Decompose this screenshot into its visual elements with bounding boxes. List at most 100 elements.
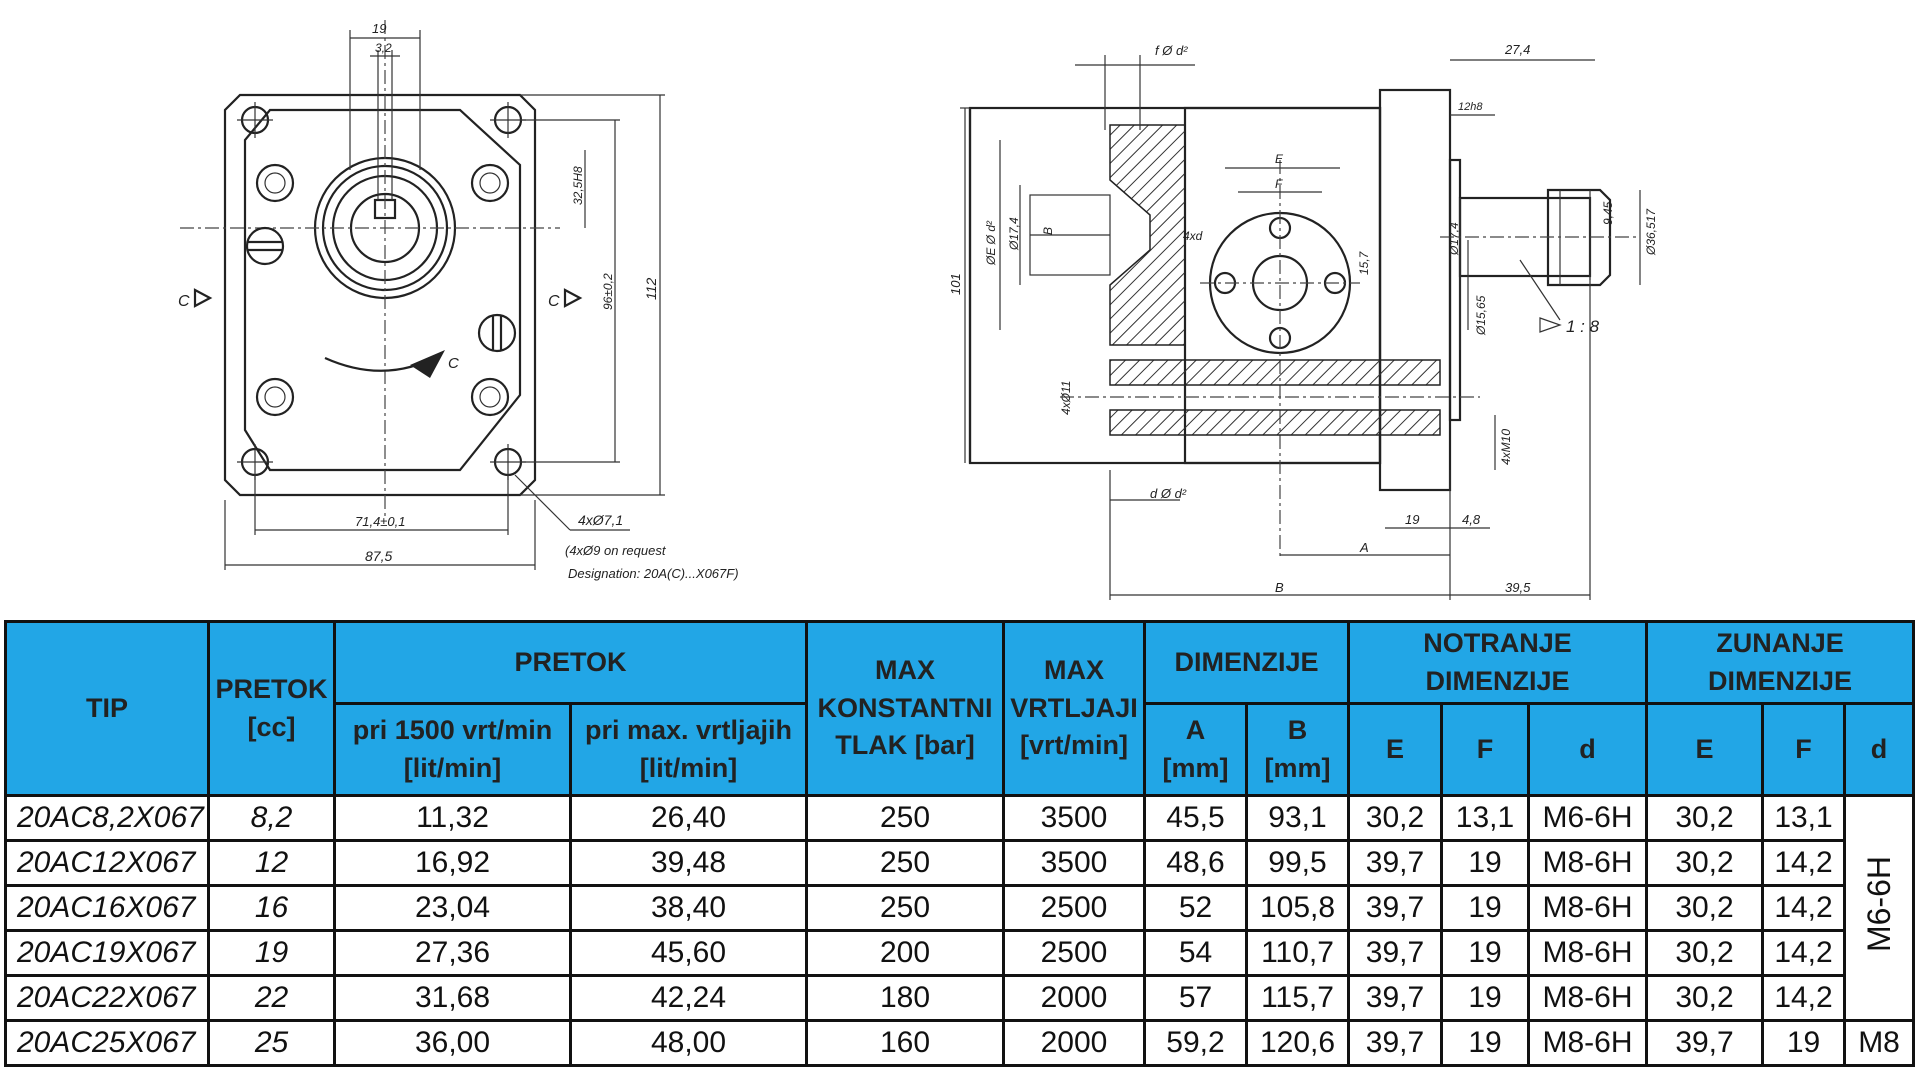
header-a-unit: [mm] bbox=[1162, 752, 1229, 783]
cell-pressure: 250 bbox=[805, 794, 1005, 842]
cell-zunanje-e: 30,2 bbox=[1645, 884, 1765, 932]
dim-3-2: 3,2 bbox=[375, 41, 392, 55]
cell-q1500: 31,68 bbox=[333, 974, 572, 1022]
cell-zunanje-e: 39,7 bbox=[1645, 1019, 1765, 1067]
cell-qmax: 45,60 bbox=[569, 929, 808, 977]
header-pretok-cc-label: PRETOK bbox=[215, 673, 328, 704]
cell-q1500: 36,00 bbox=[333, 1019, 572, 1067]
dim-71-4: 71,4±0,1 bbox=[355, 514, 406, 529]
header-pri-max: pri max. vrtljajih [lit/min] bbox=[569, 702, 808, 797]
header-notranje-l1: NOTRANJE bbox=[1423, 627, 1572, 658]
cell-notranje-d: M8-6H bbox=[1526, 884, 1649, 932]
dim-19-side: 19 bbox=[1405, 512, 1419, 527]
header-notranje-f: F bbox=[1440, 702, 1530, 797]
cell-q1500: 11,32 bbox=[333, 794, 572, 842]
dim-4-8: 4,8 bbox=[1462, 512, 1481, 527]
header-pri-max-unit: [lit/min] bbox=[639, 752, 738, 783]
ports bbox=[245, 226, 517, 353]
label-c-left: C bbox=[178, 293, 190, 310]
cell-a: 57 bbox=[1143, 974, 1248, 1022]
lower-bore-section bbox=[1109, 359, 1441, 386]
label-c-rotation: C bbox=[448, 355, 459, 372]
table-row: 20AC8,2X067 8,2 11,32 26,40 250 3500 45,… bbox=[4, 794, 1916, 1022]
cell-zunanje-f: 14,2 bbox=[1761, 974, 1847, 1022]
dim-15-7: 15,7 bbox=[1357, 250, 1371, 275]
header-max-tlak: MAX KONSTANTNI TLAK [bar] bbox=[805, 620, 1005, 797]
cell-tip: 20AC8,2X067 bbox=[4, 794, 210, 842]
cell-cc: 22 bbox=[207, 974, 336, 1022]
header-pretok-cc-unit: [cc] bbox=[247, 711, 296, 742]
cell-zunanje-e: 30,2 bbox=[1645, 974, 1765, 1022]
header-max-vrt-l2: VRTLJAJI bbox=[1010, 692, 1138, 723]
taper-arrow bbox=[1539, 317, 1562, 333]
cell-notranje-f: 19 bbox=[1440, 929, 1530, 977]
cell-cc: 19 bbox=[207, 929, 336, 977]
cell-q1500: 23,04 bbox=[333, 884, 572, 932]
cell-a: 59,2 bbox=[1143, 1019, 1248, 1067]
front-body-outline bbox=[243, 108, 522, 472]
dim-101: 101 bbox=[948, 273, 963, 295]
dim-f-d2: f Ø d² bbox=[1155, 43, 1188, 58]
cell-pressure: 250 bbox=[805, 884, 1005, 932]
table-row: 20AC22X067 22 31,68 42,24 180 2000 57 11… bbox=[4, 974, 1914, 1022]
cell-q1500: 27,36 bbox=[333, 929, 572, 977]
section-marker-right bbox=[563, 288, 583, 308]
cell-notranje-f: 19 bbox=[1440, 884, 1530, 932]
cell-a: 54 bbox=[1143, 929, 1248, 977]
dim-taper: 1 : 8 bbox=[1566, 317, 1600, 336]
dim-17-4-right: Ø17,4 bbox=[1447, 222, 1461, 256]
cell-zunanje-f: 14,2 bbox=[1761, 884, 1847, 932]
cell-zunanje-d-last: M8 bbox=[1843, 1019, 1916, 1067]
cell-zunanje-d-merged: M6-6H bbox=[1843, 794, 1916, 1022]
cell-pressure: 250 bbox=[805, 839, 1005, 887]
cell-notranje-d: M8-6H bbox=[1526, 929, 1649, 977]
dim-e-top: E bbox=[1275, 152, 1284, 166]
header-notranje-d: d bbox=[1526, 702, 1649, 797]
cell-tip: 20AC25X067 bbox=[4, 1019, 210, 1067]
note-line-2: Designation: 20A(C)...X067F) bbox=[568, 566, 739, 581]
dim-a: A bbox=[1359, 540, 1369, 555]
cell-pressure: 180 bbox=[805, 974, 1005, 1022]
header-dimenzije: DIMENZIJE bbox=[1143, 620, 1350, 705]
dim-39-5: 39,5 bbox=[1505, 580, 1531, 595]
cell-zunanje-f: 14,2 bbox=[1761, 839, 1847, 887]
table-row: 20AC19X067 19 27,36 45,60 200 2500 54 11… bbox=[4, 929, 1914, 977]
header-zunanje-e: E bbox=[1645, 702, 1765, 797]
cell-a: 48,6 bbox=[1143, 839, 1248, 887]
cell-zunanje-f: 14,2 bbox=[1761, 929, 1847, 977]
cell-rpm: 3500 bbox=[1002, 839, 1146, 887]
cell-tip: 20AC19X067 bbox=[4, 929, 210, 977]
cell-notranje-e: 39,7 bbox=[1347, 884, 1443, 932]
cell-b: 120,6 bbox=[1245, 1019, 1350, 1067]
table-row: 20AC12X067 12 16,92 39,48 250 3500 48,6 … bbox=[4, 839, 1914, 887]
dim-87-5: 87,5 bbox=[365, 548, 392, 564]
front-view-drawing: 19 3,2 32,5H8 96±0,2 112 71,4±0,1 87,5 4… bbox=[178, 20, 739, 581]
cell-qmax: 42,24 bbox=[569, 974, 808, 1022]
header-max-vrt-l3: [vrt/min] bbox=[1020, 730, 1128, 761]
cell-tip: 20AC12X067 bbox=[4, 839, 210, 887]
cell-cc: 25 bbox=[207, 1019, 336, 1067]
header-b-unit: [mm] bbox=[1264, 752, 1331, 783]
header-max-tlak-l2: KONSTANTNI bbox=[817, 692, 993, 723]
header-max-tlak-l1: MAX bbox=[875, 654, 935, 685]
header-pri-1500-unit: [lit/min] bbox=[403, 752, 502, 783]
cell-qmax: 39,48 bbox=[569, 839, 808, 887]
cell-zunanje-e: 30,2 bbox=[1645, 929, 1765, 977]
header-tip: TIP bbox=[4, 620, 210, 797]
header-pretok: PRETOK bbox=[333, 620, 808, 705]
cell-rpm: 2500 bbox=[1002, 884, 1146, 932]
cell-qmax: 48,00 bbox=[569, 1019, 808, 1067]
dim-4x-7-1: 4xØ7,1 bbox=[578, 512, 623, 528]
body-bolts bbox=[255, 163, 510, 417]
section-marker-left bbox=[193, 288, 213, 308]
dim-4x-11: 4xØ11 bbox=[1059, 381, 1073, 415]
header-zunanje-f: F bbox=[1761, 702, 1847, 797]
cell-zunanje-f: 19 bbox=[1761, 1019, 1847, 1067]
header-pretok-cc: PRETOK [cc] bbox=[207, 620, 336, 797]
dim-27-4: 27,4 bbox=[1504, 42, 1530, 57]
cell-zunanje-e: 30,2 bbox=[1645, 839, 1765, 887]
dim-12h8: 12h8 bbox=[1458, 101, 1483, 113]
cell-cc: 16 bbox=[207, 884, 336, 932]
dim-e-d2: ØE Ø d² bbox=[984, 220, 998, 266]
side-view-drawing: f Ø d² 27,4 12h8 E F 4xd 15,7 Ø17,4 B ØE… bbox=[948, 42, 1658, 600]
